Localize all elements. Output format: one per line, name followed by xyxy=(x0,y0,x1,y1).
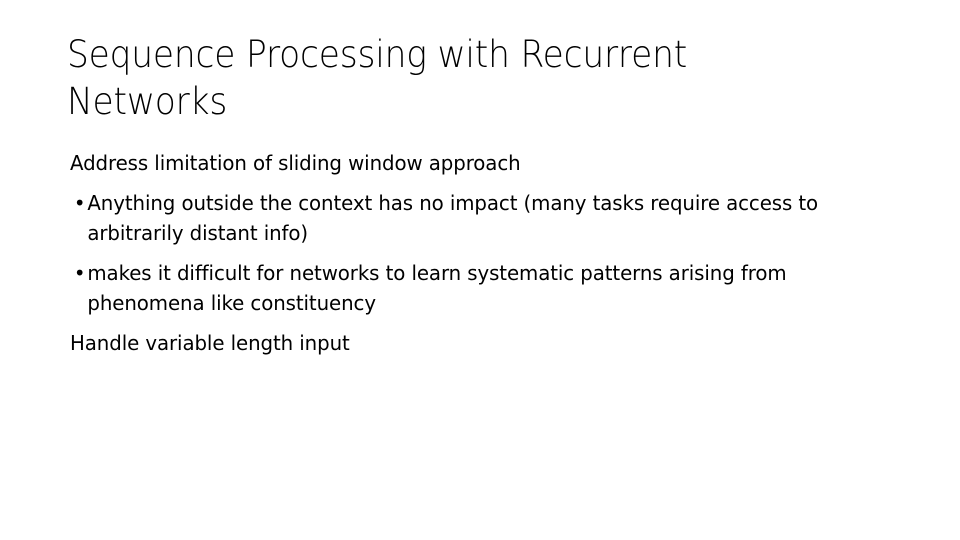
body-paragraph: Address limitation of sliding window app… xyxy=(70,148,842,178)
page-title: Sequence Processing with Recurrent Netwo… xyxy=(67,33,688,123)
slide-body: Address limitation of sliding window app… xyxy=(70,148,870,368)
body-bullet-item: • Anything outside the context has no im… xyxy=(70,188,845,248)
body-paragraph: Handle variable length input xyxy=(70,328,842,358)
body-bullet-item: • makes it difficult for networks to lea… xyxy=(70,258,845,318)
bullet-icon: • xyxy=(73,191,86,215)
body-bullet-text: makes it difficult for networks to learn… xyxy=(87,261,787,315)
body-paragraph-text: Address limitation of sliding window app… xyxy=(70,151,521,175)
body-bullet-text: Anything outside the context has no impa… xyxy=(87,191,819,245)
bullet-icon: • xyxy=(73,261,86,285)
body-paragraph-text: Handle variable length input xyxy=(70,331,350,355)
